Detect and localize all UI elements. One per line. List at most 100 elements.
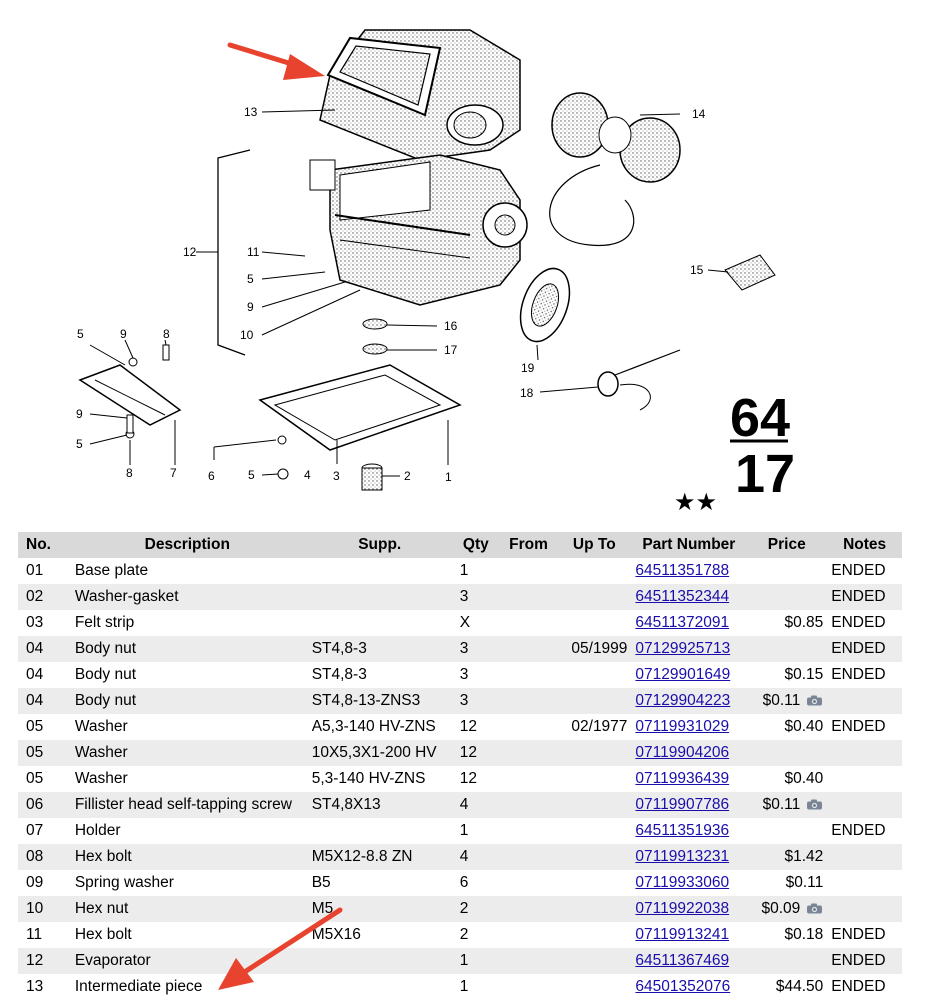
part-number-link[interactable]: 07129925713	[635, 640, 731, 657]
price-value: $0.40	[784, 718, 824, 735]
cell-pn: 07119913241	[631, 922, 747, 948]
base-plate-drawing	[258, 364, 462, 451]
cell-pn: 07119931029	[631, 714, 747, 740]
cell-no: 07	[18, 818, 67, 844]
part-number-link[interactable]: 07119931029	[635, 718, 730, 735]
cell-no: 06	[18, 792, 67, 818]
cell-no: 12	[18, 948, 67, 974]
cell-supp: ST4,8-3	[307, 662, 452, 688]
cell-no: 05	[18, 740, 67, 766]
part-number-link[interactable]: 07119904206	[635, 744, 730, 761]
price-value: $0.09	[761, 900, 801, 917]
cell-to	[557, 870, 632, 896]
cell-no: 11	[18, 922, 67, 948]
part-number-link[interactable]: 07119936439	[635, 770, 730, 787]
callout-9-lower: 9	[76, 407, 83, 421]
cell-to	[557, 922, 632, 948]
part-number-link[interactable]: 64511367469	[635, 952, 730, 969]
cell-supp	[307, 584, 452, 610]
price-value: $0.40	[784, 770, 824, 787]
part-number-link[interactable]: 07119933060	[635, 874, 730, 891]
header-price: Price	[746, 532, 828, 558]
cell-price: $0.40	[746, 714, 828, 740]
cover-drawing	[519, 267, 571, 343]
cell-from	[499, 714, 558, 740]
part-number-link[interactable]: 64511351936	[635, 822, 730, 839]
cell-supp: ST4,8-3	[307, 636, 452, 662]
price-value: $0.11	[762, 796, 801, 813]
cell-price: $0.11	[746, 792, 828, 818]
part-number-link[interactable]: 64511372091	[635, 614, 730, 631]
sensor-drawing	[597, 349, 681, 411]
part-number-link[interactable]: 64501352076	[635, 978, 731, 995]
part-number-link[interactable]: 64511351788	[635, 562, 730, 579]
price-value: $1.42	[784, 848, 824, 865]
callout-17: 17	[444, 343, 458, 357]
cell-supp	[307, 818, 452, 844]
callout-5-bottom: 5	[248, 468, 255, 482]
part-number-link[interactable]: 64511352344	[635, 588, 730, 605]
header-description: Description	[66, 532, 308, 558]
camera-icon[interactable]	[806, 799, 823, 810]
cell-to	[557, 792, 632, 818]
cell-notes: ENDED	[827, 636, 902, 662]
part-number-link[interactable]: 07119913231	[635, 848, 730, 865]
cell-no: 09	[18, 870, 67, 896]
cell-pn: 64511372091	[631, 610, 747, 636]
header-notes: Notes	[827, 532, 902, 558]
part-number-link[interactable]: 07119907786	[635, 796, 730, 813]
cell-qty: 12	[451, 714, 500, 740]
cell-to	[557, 974, 632, 1000]
resistor-drawing	[724, 254, 776, 291]
cell-supp: ST4,8-13-ZNS3	[307, 688, 452, 714]
header-up-to: Up To	[557, 532, 632, 558]
cell-no: 05	[18, 766, 67, 792]
cell-price: $0.85	[746, 610, 828, 636]
cell-supp: M5	[307, 896, 452, 922]
cell-qty: 3	[451, 688, 500, 714]
part-number-link[interactable]: 07129901649	[635, 666, 731, 683]
catalog-group-number: 64	[730, 388, 790, 448]
cell-from	[499, 662, 558, 688]
part-number-link[interactable]: 07119913241	[635, 926, 730, 943]
cell-price	[746, 584, 828, 610]
camera-icon[interactable]	[806, 903, 823, 914]
cell-no: 08	[18, 844, 67, 870]
cell-pn: 64501352076	[631, 974, 747, 1000]
callout-9-upper: 9	[247, 300, 254, 314]
part-number-link[interactable]: 07119922038	[635, 900, 730, 917]
cell-supp	[307, 948, 452, 974]
cell-no: 01	[18, 558, 67, 584]
cell-to	[557, 844, 632, 870]
price-value: $0.18	[784, 926, 824, 943]
callout-16: 16	[444, 319, 458, 333]
cell-price: $1.42	[746, 844, 828, 870]
callout-8-lower: 8	[126, 466, 133, 480]
cell-from	[499, 870, 558, 896]
cell-supp: A5,3-140 HV-ZNS	[307, 714, 452, 740]
callout-19: 19	[521, 361, 535, 375]
camera-icon[interactable]	[806, 695, 823, 706]
cell-price	[746, 558, 828, 584]
cell-from	[499, 584, 558, 610]
cell-from	[499, 844, 558, 870]
cell-desc: Spring washer	[66, 870, 308, 896]
price-value: $0.85	[784, 614, 824, 631]
cell-to	[557, 896, 632, 922]
cell-desc: Body nut	[66, 662, 308, 688]
part-number-link[interactable]: 07129904223	[635, 692, 731, 709]
parts-diagram: 13 14 12 11 5 9 10 15 16 17 19 5 9 8 18 …	[76, 29, 795, 516]
header-supp: Supp.	[307, 532, 452, 558]
price-value: $44.50	[775, 978, 824, 995]
cell-desc: Body nut	[66, 688, 308, 714]
cell-no: 02	[18, 584, 67, 610]
cell-desc: Washer-gasket	[66, 584, 308, 610]
callout-10: 10	[240, 328, 254, 342]
cell-no: 04	[18, 688, 67, 714]
